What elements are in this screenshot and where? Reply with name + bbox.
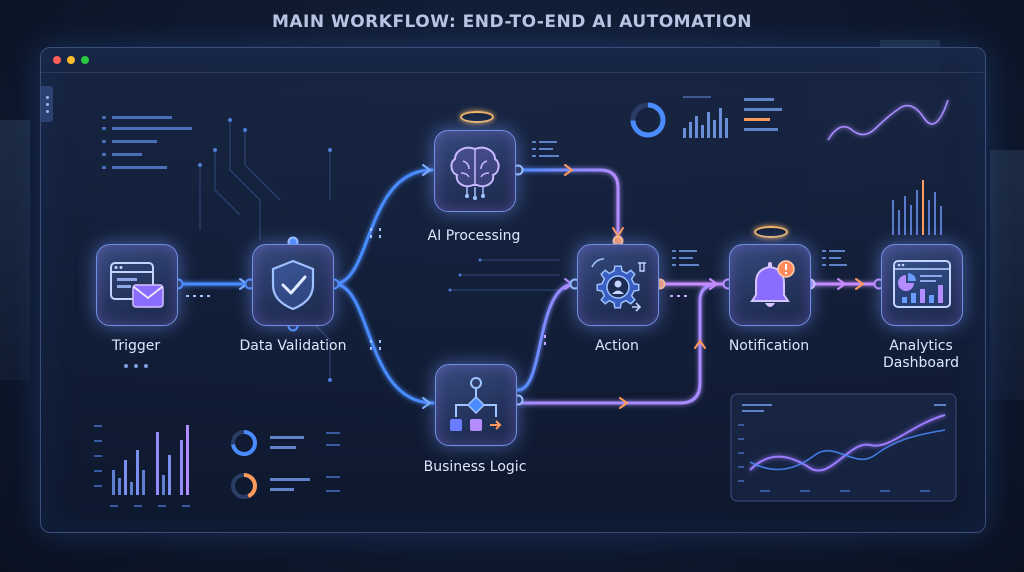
flowchart-icon bbox=[450, 377, 502, 431]
edge-validation-to-ai bbox=[332, 168, 434, 286]
close-dot[interactable] bbox=[53, 56, 61, 64]
gear-user-icon bbox=[591, 258, 646, 312]
mini-line-widget bbox=[827, 99, 949, 141]
node-ai-processing[interactable] bbox=[434, 130, 516, 212]
maximize-dot[interactable] bbox=[81, 56, 89, 64]
label-trigger: Trigger bbox=[111, 338, 161, 354]
mini-legend-widget bbox=[744, 98, 782, 131]
edge-business-to-notification bbox=[516, 282, 722, 405]
bottom-donut-widget-1 bbox=[231, 430, 340, 456]
mail-window-icon bbox=[110, 262, 164, 308]
node-analytics-dashboard[interactable] bbox=[881, 244, 963, 326]
background-building bbox=[990, 150, 1024, 400]
bottom-line-chart-panel bbox=[730, 393, 957, 502]
mini-bar-widget bbox=[683, 96, 728, 138]
label-analytics-line2: Dashboard bbox=[883, 355, 959, 371]
halo-notification bbox=[754, 226, 788, 238]
bar-chart-window-icon bbox=[893, 260, 951, 308]
workflow-edges bbox=[176, 168, 881, 405]
node-business-logic[interactable] bbox=[435, 364, 517, 446]
node-data-validation[interactable] bbox=[252, 244, 334, 326]
mini-equalizer-widget bbox=[892, 180, 942, 235]
node-trigger[interactable] bbox=[96, 244, 178, 326]
background-building bbox=[0, 120, 30, 380]
label-business-logic: Business Logic bbox=[423, 459, 527, 475]
donut-widget bbox=[630, 102, 666, 138]
window-titlebar bbox=[41, 48, 985, 73]
node-action[interactable] bbox=[577, 244, 659, 326]
shield-check-icon bbox=[271, 259, 315, 311]
edge-dashes bbox=[186, 228, 690, 352]
label-analytics-line1: Analytics bbox=[889, 338, 953, 354]
log-lines-decoration bbox=[102, 116, 192, 169]
edge-validation-to-business bbox=[332, 282, 435, 405]
minimize-dot[interactable] bbox=[67, 56, 75, 64]
edge-ai-to-action bbox=[516, 168, 620, 242]
halo-ai-processing bbox=[460, 111, 494, 123]
brain-circuit-icon bbox=[450, 146, 500, 200]
node-notification[interactable] bbox=[729, 244, 811, 326]
node-info-lines bbox=[532, 141, 847, 266]
bottom-bar-chart-widget bbox=[94, 425, 190, 507]
circuit-dots bbox=[198, 118, 482, 382]
bottom-donut-widget-2 bbox=[231, 473, 340, 499]
sidebar-toggle[interactable] bbox=[41, 86, 53, 122]
label-analytics-dashboard: Analytics Dashboard bbox=[866, 338, 976, 372]
edge-business-to-action bbox=[516, 282, 577, 392]
bell-alert-icon bbox=[750, 260, 795, 307]
page-title: MAIN WORKFLOW: END-TO-END AI AUTOMATION bbox=[271, 12, 753, 32]
label-data-validation: Data Validation bbox=[239, 338, 347, 354]
label-ai-processing: AI Processing bbox=[427, 228, 521, 244]
label-action: Action bbox=[595, 338, 639, 354]
trigger-dots bbox=[124, 364, 148, 368]
label-notification: Notification bbox=[728, 338, 810, 354]
